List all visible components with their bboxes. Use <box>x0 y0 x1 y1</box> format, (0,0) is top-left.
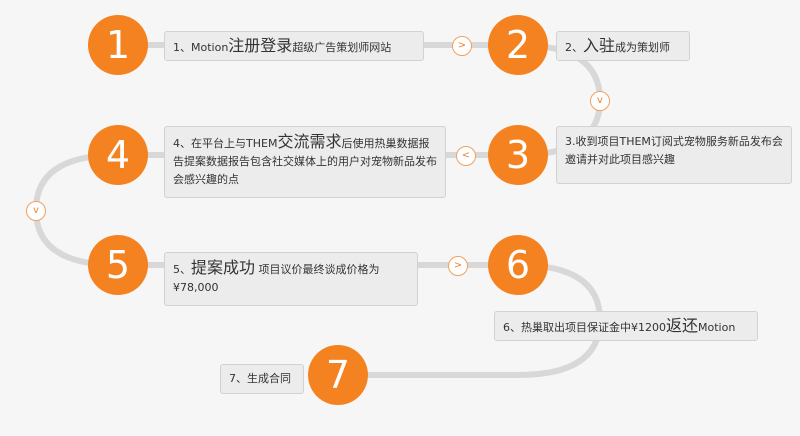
step-3-text: 3.收到项目THEM订阅式宠物服务新品发布会邀请并对此项目感兴趣 <box>565 135 783 166</box>
arrow-down-icon: v <box>590 91 610 111</box>
step-6-box: 6、热巢取出项目保证金中¥1200返还Motion <box>494 311 758 341</box>
step-1-circle: 1 <box>88 15 148 75</box>
step-5-text-a: 5、 <box>173 263 191 276</box>
step-4-text-b: 交流需求 <box>277 132 342 151</box>
step-4-circle: 4 <box>88 125 148 185</box>
step-5-text-b: 提案成功 <box>191 258 256 277</box>
step-2-text-b: 入驻 <box>583 36 616 55</box>
step-1-text-c: 超级广告策划师网站 <box>292 41 392 54</box>
step-5-circle: 5 <box>88 235 148 295</box>
arrow-right-icon: > <box>448 256 468 276</box>
step-6-circle: 6 <box>488 235 548 295</box>
step-6-text-a: 6、热巢取出项目保证金中¥1200 <box>503 321 666 334</box>
step-5-text-c: 项目议价最终谈成价格为¥78,000 <box>173 263 380 294</box>
step-7-text: 7、生成合同 <box>229 372 291 385</box>
step-7-circle: 7 <box>308 345 368 405</box>
step-1-text-b: 注册登录 <box>228 36 293 55</box>
arrow-down-icon: v <box>26 201 46 221</box>
step-1-box: 1、Motion注册登录超级广告策划师网站 <box>164 31 424 61</box>
arrow-right-icon: > <box>452 36 472 56</box>
step-6-text-b: 返还 <box>666 316 699 335</box>
step-2-text-a: 2、 <box>565 41 583 54</box>
step-1-text-a: 1、Motion <box>173 41 229 54</box>
arrow-left-icon: < <box>456 146 476 166</box>
step-2-circle: 2 <box>488 15 548 75</box>
step-3-circle: 3 <box>488 125 548 185</box>
step-4-text-c: 后使用热巢数据报告提案数据报告包含社交媒体上的用户对宠物新品发布会感兴趣的点 <box>173 137 437 186</box>
step-3-box: 3.收到项目THEM订阅式宠物服务新品发布会邀请并对此项目感兴趣 <box>556 126 792 184</box>
step-2-text-c: 成为策划师 <box>615 41 671 54</box>
step-5-box: 5、提案成功 项目议价最终谈成价格为¥78,000 <box>164 252 418 306</box>
step-6-text-c: Motion <box>698 321 736 334</box>
step-4-text-a: 4、在平台上与THEM <box>173 137 278 150</box>
step-4-box: 4、在平台上与THEM交流需求后使用热巢数据报告提案数据报告包含社交媒体上的用户… <box>164 126 446 198</box>
step-2-box: 2、入驻成为策划师 <box>556 31 690 61</box>
step-7-box: 7、生成合同 <box>220 364 304 394</box>
